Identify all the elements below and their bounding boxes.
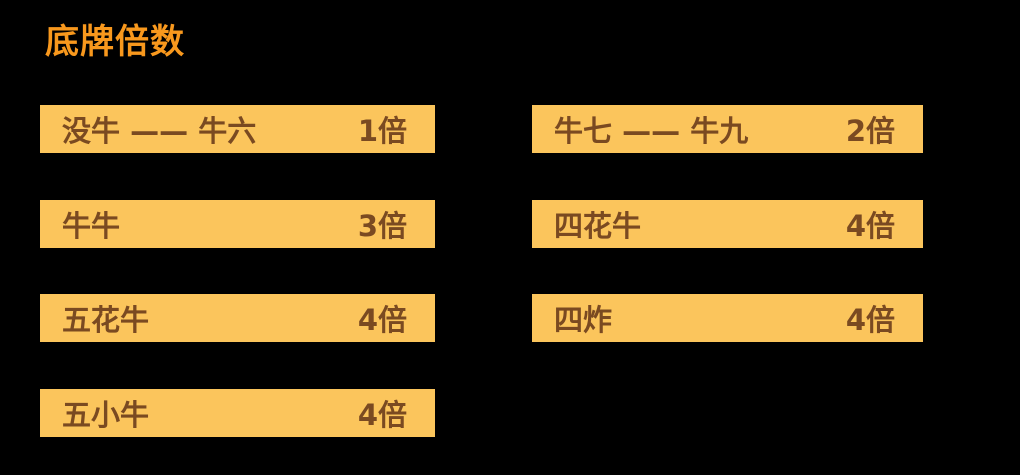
multiplier-row-no-bull-to-bull6: 没牛 —— 牛六 1倍 <box>40 105 435 153</box>
multiplier-row-four-flower-bull: 四花牛 4倍 <box>532 199 923 248</box>
multiplier-value: 3倍 <box>357 208 407 243</box>
hand-label: 五小牛 <box>62 397 150 432</box>
hand-label: 四炸 <box>554 303 613 337</box>
multiplier-value: 2倍 <box>845 114 895 148</box>
hand-label: 牛牛 <box>62 208 121 243</box>
multiplier-value: 4倍 <box>357 397 407 432</box>
multiplier-value: 4倍 <box>845 208 895 243</box>
multiplier-row-four-of-a-kind: 四炸 4倍 <box>532 294 923 342</box>
multiplier-row-five-small-bull: 五小牛 4倍 <box>40 388 435 437</box>
multiplier-value: 4倍 <box>357 303 407 337</box>
multiplier-row-bull-bull: 牛牛 3倍 <box>40 199 435 248</box>
hand-label: 牛七 —— 牛九 <box>554 114 749 148</box>
multiplier-grid: 没牛 —— 牛六 1倍 牛七 —— 牛九 2倍 牛牛 3倍 四花牛 4倍 五花牛… <box>40 105 923 437</box>
hand-label: 五花牛 <box>62 303 150 337</box>
hand-label: 四花牛 <box>554 208 642 243</box>
page-title: 底牌倍数 <box>45 22 185 62</box>
hand-label: 没牛 —— 牛六 <box>62 114 257 148</box>
multiplier-value: 4倍 <box>845 303 895 337</box>
multiplier-row-bull7-to-bull9: 牛七 —— 牛九 2倍 <box>532 105 923 153</box>
multiplier-value: 1倍 <box>357 114 407 148</box>
multiplier-row-five-flower-bull: 五花牛 4倍 <box>40 294 435 342</box>
